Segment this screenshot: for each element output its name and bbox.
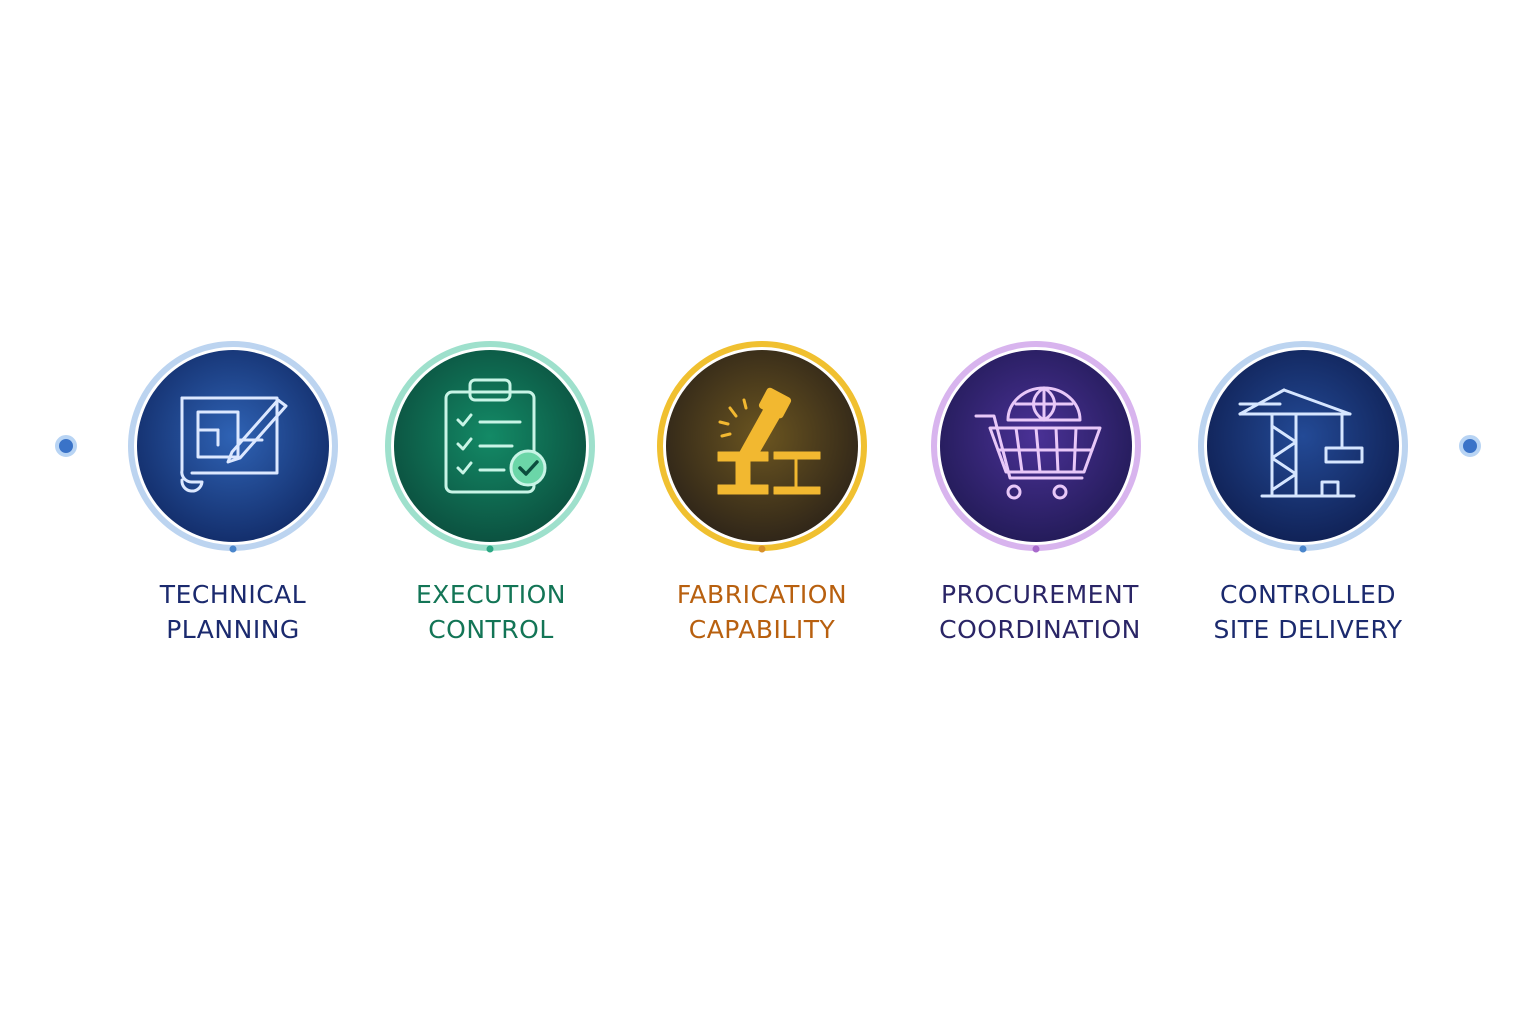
- step-2-dot: [486, 545, 494, 553]
- step-1-label-line1: TECHNICAL: [159, 580, 307, 609]
- step-1-label: TECHNICAL PLANNING: [103, 577, 363, 647]
- step-3-label-line2: CAPABILITY: [688, 615, 836, 644]
- step-3-dot: [758, 545, 766, 553]
- blueprint-pencil-icon: [180, 396, 288, 493]
- step-5-label-line2: SITE DELIVERY: [1213, 615, 1403, 644]
- end-node: [1459, 435, 1481, 457]
- shopping-cart-globe-icon: [974, 386, 1102, 500]
- step-4-label-line1: PROCUREMENT: [941, 580, 1139, 609]
- step-1-dot: [229, 545, 237, 553]
- step-2-node: [385, 341, 595, 553]
- step-3-label-line1: FABRICATION: [676, 580, 848, 609]
- clipboard-checklist-icon: [444, 378, 547, 494]
- step-1-label-line2: PLANNING: [166, 615, 300, 644]
- step-5-label-line1: CONTROLLED: [1219, 580, 1397, 609]
- step-4-label: PROCUREMENT COORDINATION: [910, 577, 1170, 647]
- tower-crane-icon: [1238, 388, 1364, 498]
- step-4-node: [931, 341, 1141, 553]
- step-2-label-line1: EXECUTION: [416, 580, 566, 609]
- step-5-label: CONTROLLED SITE DELIVERY: [1178, 577, 1438, 647]
- step-3-node: [657, 341, 867, 553]
- welding-beam-icon: [717, 387, 821, 495]
- step-2-label-line2: CONTROL: [428, 615, 554, 644]
- step-2-label: EXECUTION CONTROL: [361, 577, 621, 647]
- step-1-node: [128, 341, 338, 553]
- step-5-node: [1198, 341, 1408, 553]
- step-4-label-line2: COORDINATION: [939, 615, 1141, 644]
- step-3-label: FABRICATION CAPABILITY: [632, 577, 892, 647]
- start-node: [55, 435, 77, 457]
- step-5-dot: [1299, 545, 1307, 553]
- step-4-dot: [1032, 545, 1040, 553]
